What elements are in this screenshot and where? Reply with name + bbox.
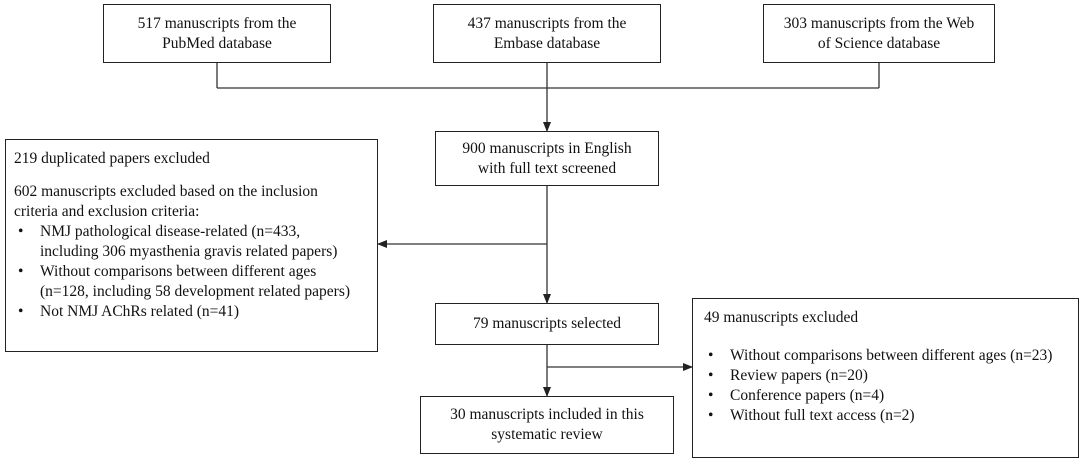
bullet-icon: • [708, 367, 714, 384]
list-item: • Conference papers (n=4) [708, 387, 885, 404]
screened-box: 900 manuscripts in English with full tex… [435, 131, 659, 186]
screened-line-1: 900 manuscripts in English [462, 139, 632, 157]
second-exclusion-list: • Without comparisons between different … [704, 346, 1068, 426]
selected-box: 79 manuscripts selected [435, 303, 659, 345]
source-embase-line-2: Embase database [493, 34, 601, 52]
source-box-pubmed: 517 manuscripts from the PubMed database [103, 4, 331, 63]
bullet-icon: • [18, 303, 24, 320]
second-exclusion-title: 49 manuscripts excluded [704, 309, 859, 326]
criteria-excluded-line-2: criteria and exclusion criteria: [14, 203, 200, 220]
source-box-web-of-science: 303 manuscripts from the Web of Science … [763, 4, 995, 63]
first-exclusion-list: • NMJ pathological disease-related (n=43… [14, 222, 367, 322]
bullet-icon: • [18, 223, 24, 240]
duplicates-excluded-text: 219 duplicated papers excluded [14, 150, 210, 167]
screened-line-2: with full text screened [477, 159, 617, 177]
included-box: 30 manuscripts included in this systemat… [420, 396, 674, 454]
bullet-icon: • [708, 387, 714, 404]
source-box-embase: 437 manuscripts from the Embase database [433, 4, 661, 63]
list-item: • Review papers (n=20) [708, 367, 868, 384]
source-pubmed-line-2: PubMed database [162, 34, 272, 52]
bullet-icon: • [708, 407, 714, 424]
source-wos-line-1: 303 manuscripts from the Web [783, 14, 975, 32]
source-embase-line-1: 437 manuscripts from the [467, 14, 627, 32]
first-exclusion-box: 219 duplicated papers excluded 602 manus… [5, 139, 378, 352]
list-item: • NMJ pathological disease-related (n=43… [18, 223, 338, 260]
list-item: • Without comparisons between different … [708, 347, 1053, 364]
list-item: • Not NMJ AChRs related (n=41) [18, 303, 240, 320]
list-item: • Without full text access (n=2) [708, 407, 915, 424]
bullet-icon: • [708, 347, 714, 364]
source-wos-line-2: of Science database [817, 34, 941, 52]
source-pubmed-line-1: 517 manuscripts from the [137, 14, 297, 32]
second-exclusion-box: 49 manuscripts excluded • Without compar… [692, 298, 1079, 458]
bullet-icon: • [18, 263, 24, 280]
criteria-excluded-line-1: 602 manuscripts excluded based on the in… [14, 183, 318, 200]
included-line-1: 30 manuscripts included in this [450, 406, 644, 423]
included-line-2: systematic review [491, 426, 603, 443]
selected-text: 79 manuscripts selected [472, 315, 622, 332]
list-item: • Without comparisons between different … [18, 263, 351, 300]
